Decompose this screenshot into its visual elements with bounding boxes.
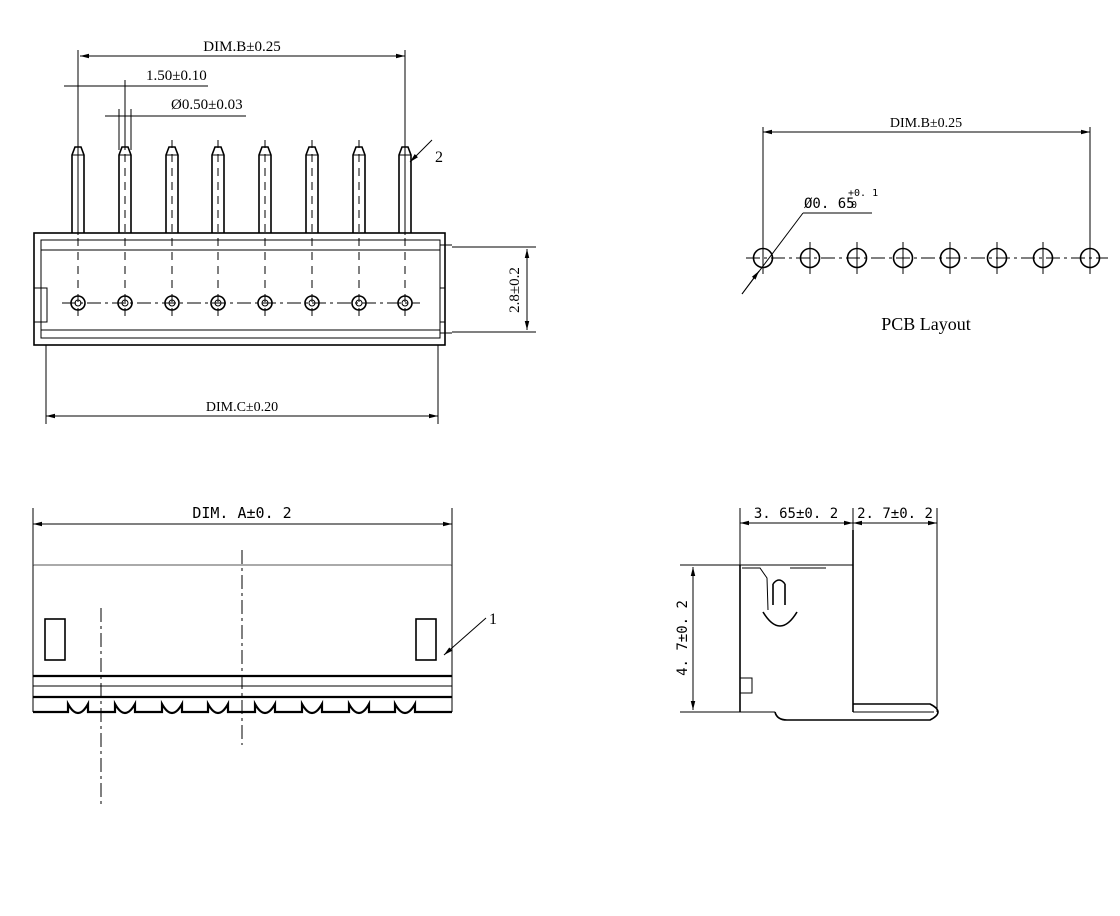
pcb-holes bbox=[752, 242, 1101, 274]
top-housing-step-right bbox=[439, 287, 445, 323]
pcb-dim-b-label: DIM.B±0.25 bbox=[890, 116, 962, 131]
top-dim-b-label: DIM.B±0.25 bbox=[203, 39, 280, 55]
front-dim-a-label: DIM. A±0. 2 bbox=[192, 504, 291, 522]
top-housing-outer bbox=[33, 232, 446, 346]
front-latch-window-right bbox=[415, 618, 437, 661]
side-height-label: 4. 7±0. 2 bbox=[675, 600, 691, 676]
pcb-hole-tol-plus: +0. 1 bbox=[848, 188, 878, 199]
top-pin-dia-label: Ø0.50±0.03 bbox=[171, 97, 243, 113]
top-dim-c-label: DIM.C±0.20 bbox=[206, 400, 278, 415]
top-pitch-label: 1.50±0.10 bbox=[146, 68, 207, 84]
side-contact-hook bbox=[762, 611, 798, 627]
top-housing-step-left bbox=[34, 287, 48, 323]
top-housing-inner bbox=[40, 239, 441, 339]
front-latch-window-left bbox=[44, 618, 66, 661]
pcb-layout: DIM.B±0.25 Ø0. 65 +0. 1 0 PCB Layout bbox=[741, 116, 1108, 334]
side-view: 3. 65±0. 2 2. 7±0. 2 4. 7±0. 2 bbox=[675, 506, 939, 721]
pcb-hole-dia-label: Ø0. 65 bbox=[804, 196, 855, 212]
side-lead-label: 2. 7±0. 2 bbox=[857, 506, 933, 522]
side-body-notch bbox=[740, 677, 753, 694]
top-height-label: 2.8±0.2 bbox=[507, 267, 523, 313]
side-contact bbox=[772, 579, 786, 605]
front-view: DIM. A±0. 2 1 bbox=[32, 504, 497, 805]
pcb-hole-tol-minus: 0 bbox=[851, 200, 857, 211]
top-view: DIM.B±0.25 1.50±0.10 Ø0.50±0.03 2 2.8±0.… bbox=[33, 39, 536, 424]
side-lead bbox=[774, 703, 939, 721]
pcb-hole-leader-arrow bbox=[741, 270, 760, 295]
pcb-layout-caption: PCB Layout bbox=[881, 314, 971, 334]
callout-2-leader bbox=[409, 139, 433, 163]
callout-1-leader bbox=[443, 617, 487, 656]
top-view-pins bbox=[70, 140, 413, 322]
side-cavity-edge bbox=[742, 567, 769, 611]
callout-1-label: 1 bbox=[489, 611, 497, 628]
side-depth-label: 3. 65±0. 2 bbox=[754, 506, 838, 522]
callout-2-label: 2 bbox=[435, 149, 443, 166]
